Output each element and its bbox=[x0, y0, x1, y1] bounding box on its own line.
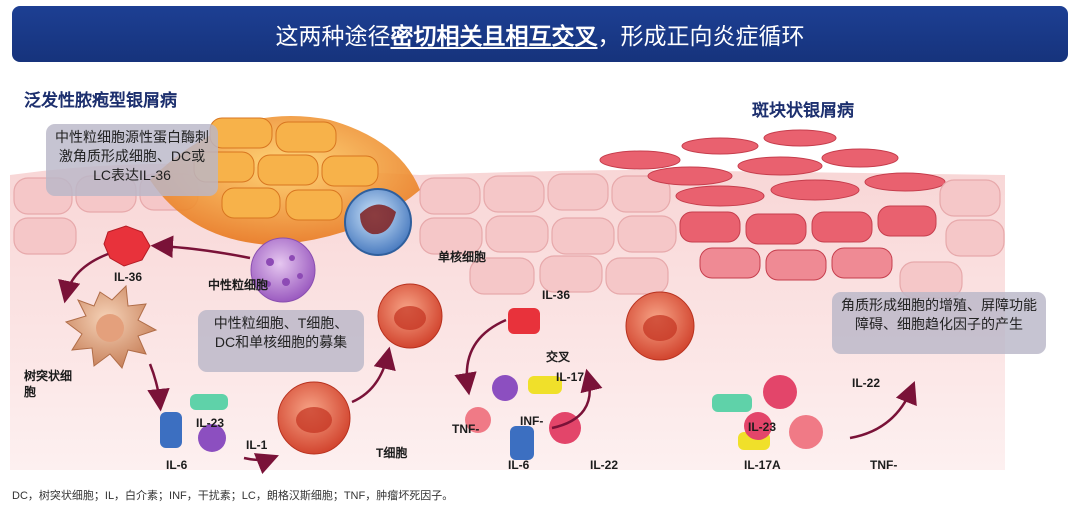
label-il17a-right: IL-17A bbox=[744, 458, 781, 472]
label-dendritic-cell: 树突状细胞 bbox=[24, 368, 80, 400]
note-recruitment: 中性粒细胞、T细胞、DC和单核细胞的募集 bbox=[198, 310, 364, 372]
left-section-title: 泛发性脓疱型银屑病 bbox=[24, 86, 177, 111]
footnote: DC，树突状细胞；IL，白介素；INF，干扰素；LC，朗格汉斯细胞；TNF，肿瘤… bbox=[12, 487, 453, 503]
note-keratinocyte: 角质形成细胞的增殖、屏障功能障碍、细胞趋化因子的产生 bbox=[832, 292, 1046, 354]
t-cell-shape-2 bbox=[278, 382, 350, 454]
right-section-title: 斑块状银屑病 bbox=[752, 96, 854, 121]
cytokine-blue-mid bbox=[510, 426, 534, 460]
label-crossover: 交叉 bbox=[546, 348, 570, 365]
label-il22-right: IL-22 bbox=[852, 376, 880, 390]
label-tnf-right: TNF- bbox=[870, 458, 897, 472]
cytokine-il23-left bbox=[190, 394, 228, 410]
cytokine-pink-right-3 bbox=[789, 415, 823, 449]
label-il23-right: IL-23 bbox=[748, 420, 776, 434]
t-cell-shape-1 bbox=[378, 284, 442, 348]
label-inf-mid: INF- bbox=[520, 414, 543, 428]
label-il22-mid: IL-22 bbox=[590, 458, 618, 472]
label-il23-left: IL-23 bbox=[196, 416, 224, 430]
header-banner: 这两种途径密切相关且相互交叉，形成正向炎症循环 bbox=[12, 6, 1068, 62]
note-protease: 中性粒细胞源性蛋白酶刺激角质形成细胞、DC或LC表达IL-36 bbox=[46, 124, 218, 196]
cytokine-il23-right bbox=[712, 394, 752, 412]
label-tnf-mid: TNF- bbox=[452, 422, 479, 436]
cytokine-il6-left bbox=[160, 412, 182, 448]
label-il6-left: IL-6 bbox=[166, 458, 187, 472]
label-il6-mid: IL-6 bbox=[508, 458, 529, 472]
t-cell-shape-3 bbox=[626, 292, 694, 360]
banner-prefix: 这两种途径 bbox=[276, 17, 391, 51]
banner-suffix: ，形成正向炎症循环 bbox=[598, 17, 805, 51]
label-il17-mid: IL-17 bbox=[556, 370, 584, 384]
cytokine-purple-mid bbox=[492, 375, 518, 401]
label-il36-left: IL-36 bbox=[114, 270, 142, 284]
label-il36-mid: IL-36 bbox=[542, 288, 570, 302]
label-t-cell: T细胞 bbox=[376, 444, 407, 461]
banner-highlight: 密切相关且相互交叉 bbox=[391, 17, 598, 51]
cytokine-il36-mid bbox=[508, 308, 540, 334]
label-neutrophil: 中性粒细胞 bbox=[208, 276, 268, 293]
cytokine-pink-right-1 bbox=[763, 375, 797, 409]
label-il1: IL-1 bbox=[246, 438, 267, 452]
label-monocyte: 单核细胞 bbox=[438, 248, 486, 265]
